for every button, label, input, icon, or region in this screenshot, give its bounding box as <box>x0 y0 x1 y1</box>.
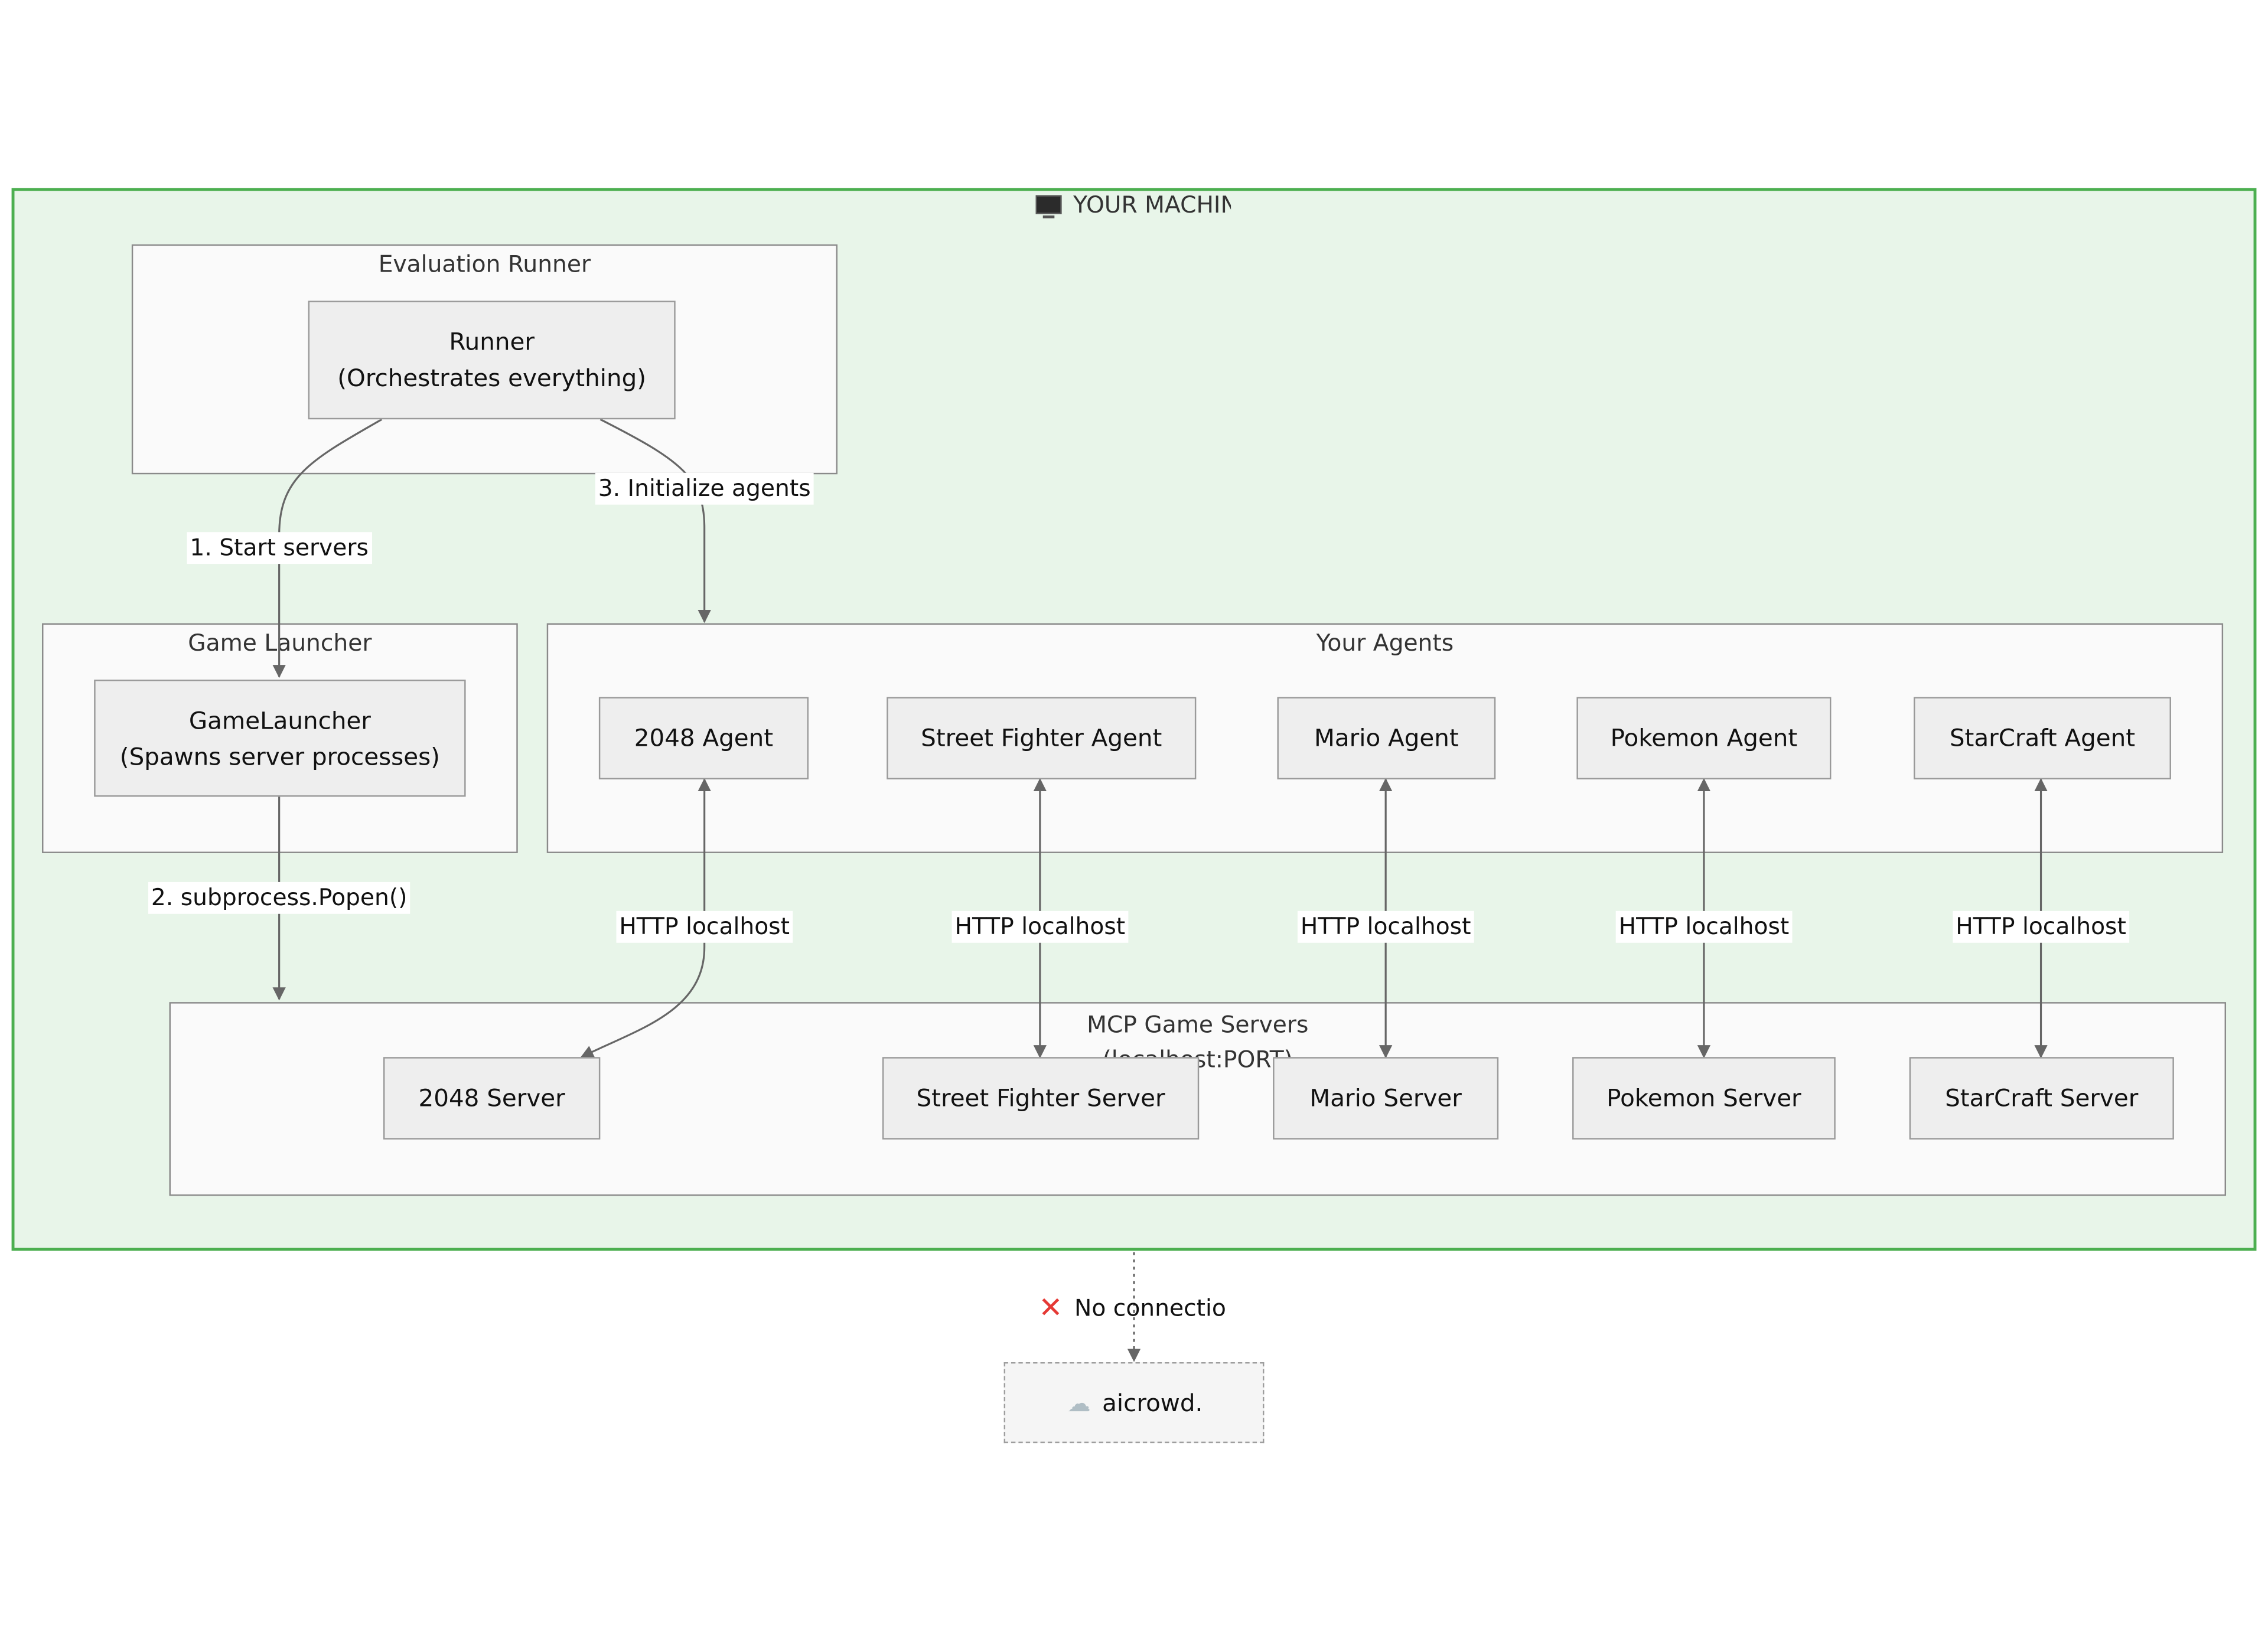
label-start-servers: 1. Start servers <box>187 532 372 564</box>
agent-pokemon-node[interactable]: Pokemon Agent <box>1576 697 1832 780</box>
game-launcher-node[interactable]: GameLauncher (Spawns server processes) <box>94 680 466 797</box>
label-no-connection: ✕ No connection <box>1038 1290 1226 1325</box>
runner-node-title: Runner <box>449 328 535 356</box>
label-initialize-agents: 3. Initialize agents <box>595 472 814 505</box>
server-pokemon-node[interactable]: Pokemon Server <box>1572 1057 1836 1140</box>
edge-initialize-agents <box>599 418 711 624</box>
agent-street-fighter-node[interactable]: Street Fighter Agent <box>887 697 1197 780</box>
label-http-mario: HTTP localhost <box>1297 910 1474 943</box>
aicrowd-cloud-node[interactable]: ☁ aicrowd.com <box>1003 1362 1265 1444</box>
label-subprocess-popen: 2. subprocess.Popen() <box>148 882 410 914</box>
game-launcher-node-subtitle: (Spawns server processes) <box>119 742 440 771</box>
runner-node[interactable]: Runner (Orchestrates everything) <box>308 301 676 420</box>
server-street-fighter-node[interactable]: Street Fighter Server <box>882 1057 1200 1140</box>
agent-2048-node[interactable]: 2048 Agent <box>598 697 809 780</box>
your-machine-title: YOUR MACHINE <box>1035 191 1231 218</box>
edge-http-2048 <box>580 778 711 1058</box>
runner-node-subtitle: (Orchestrates everything) <box>337 364 647 392</box>
label-http-starcraft: HTTP localhost <box>1953 910 2129 943</box>
game-launcher-node-title: GameLauncher <box>188 706 371 734</box>
cloud-icon: ☁ <box>1067 1389 1091 1416</box>
agent-starcraft-node[interactable]: StarCraft Agent <box>1914 697 2171 780</box>
evaluation-runner-title: Evaluation Runner <box>378 250 591 278</box>
your-machine-label: YOUR MACHINE <box>1073 191 1231 218</box>
edge-start-servers <box>272 418 383 678</box>
server-starcraft-node[interactable]: StarCraft Server <box>1909 1057 2174 1140</box>
mcp-game-servers-title-line1: MCP Game Servers <box>1087 1010 1309 1039</box>
label-http-2048: HTTP localhost <box>616 910 793 943</box>
agent-mario-node[interactable]: Mario Agent <box>1277 697 1496 780</box>
label-http-street-fighter: HTTP localhost <box>951 910 1129 943</box>
label-no-connection-text: No connection <box>1074 1293 1227 1321</box>
label-http-pokemon: HTTP localhost <box>1615 910 1793 943</box>
monitor-icon <box>1035 195 1062 218</box>
server-mario-node[interactable]: Mario Server <box>1273 1057 1499 1140</box>
server-2048-node[interactable]: 2048 Server <box>383 1057 601 1140</box>
aicrowd-cloud-content: ☁ aicrowd.com <box>1067 1389 1200 1416</box>
your-agents-title: Your Agents <box>1316 629 1454 657</box>
aicrowd-label: aicrowd.com <box>1102 1389 1201 1416</box>
x-icon: ✕ <box>1038 1290 1063 1325</box>
